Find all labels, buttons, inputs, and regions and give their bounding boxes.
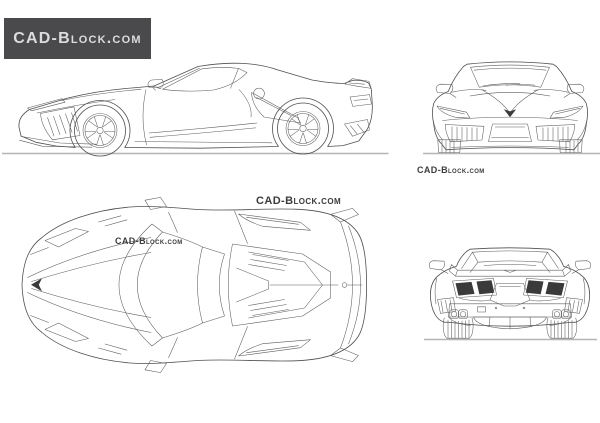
rear-wheel (277, 102, 329, 155)
watermark-top-view-upper: CAD-Block.com (256, 195, 342, 207)
hood-creases (481, 89, 539, 113)
fender-vent-slashes (98, 215, 128, 355)
front-body-outline (432, 61, 588, 151)
left-intake-grille (444, 124, 485, 143)
taillights (455, 280, 565, 296)
cad-block-logo: CAD-Block.com (4, 18, 151, 59)
side-hood-lines (36, 89, 142, 114)
front-mirrors (435, 83, 585, 98)
rear-window (472, 250, 548, 266)
hood-surface-lines (27, 237, 152, 333)
wipers (482, 83, 536, 87)
exhaust-tips (449, 309, 571, 319)
watermark-below-front-view: CAD-Block.com (417, 165, 485, 175)
fender-peaks (451, 89, 569, 97)
side-taillight (349, 94, 372, 107)
center-grille (488, 123, 532, 142)
corvette-badge-icon (503, 109, 517, 118)
bumper-sensor (522, 306, 526, 310)
side-sill-lines (134, 122, 273, 144)
top-headlights (30, 228, 89, 342)
rear-right-tire (546, 317, 578, 339)
front-splitter (19, 136, 97, 148)
fuel-door (253, 87, 265, 100)
rear-mirrors (429, 260, 591, 274)
buttresses (461, 251, 559, 273)
front-splitter-line (433, 121, 587, 148)
center-point-marker (341, 282, 363, 288)
rear-body-outline (430, 247, 590, 327)
side-view-drawing (2, 62, 389, 157)
front-left-tire (437, 139, 461, 153)
front-wheel (74, 104, 126, 157)
top-door-seams (168, 210, 248, 360)
right-intake-grille (535, 124, 576, 143)
side-door-seams (142, 89, 252, 146)
cad-block-logo-text: CAD-Block.com (13, 29, 142, 47)
side-windows (162, 67, 248, 92)
taillight-housings (452, 278, 568, 298)
rear-lower-vents (437, 297, 583, 314)
rear-left-tire (442, 317, 474, 339)
direction-arrow-icon (31, 278, 42, 292)
front-windshield (470, 64, 550, 88)
front-vent-slats (47, 112, 78, 137)
top-mirrors (144, 197, 167, 373)
rear-bumper-vent (152, 85, 370, 137)
rear-diffuser (448, 316, 572, 330)
engine-center-spear (236, 267, 339, 303)
top-windshield (118, 223, 163, 347)
bumper-crease (442, 116, 578, 121)
top-side-intakes (238, 213, 311, 357)
front-headlights (436, 105, 584, 119)
side-mirror (147, 79, 164, 91)
spoiler-tips (330, 208, 359, 362)
side-intake-scoop (251, 92, 301, 124)
rear-view-drawing (424, 247, 597, 341)
side-spoiler (344, 78, 372, 89)
rear-center-fascia (459, 283, 561, 307)
top-body-outline (21, 206, 367, 364)
front-view-drawing (423, 61, 600, 155)
rear-fender-creases (434, 278, 586, 305)
front-right-tire (559, 139, 583, 153)
watermark-top-view-windshield: CAD-Block.com (115, 236, 183, 246)
side-headlight (27, 98, 66, 112)
rear-spoiler (449, 264, 571, 277)
engine-vent-slats (248, 254, 289, 316)
roof-and-rear-glass (162, 231, 225, 339)
side-a-pillar (157, 68, 200, 88)
bumper-sensor (494, 306, 498, 310)
top-view-drawing (21, 197, 367, 373)
side-body-outline (18, 62, 373, 149)
